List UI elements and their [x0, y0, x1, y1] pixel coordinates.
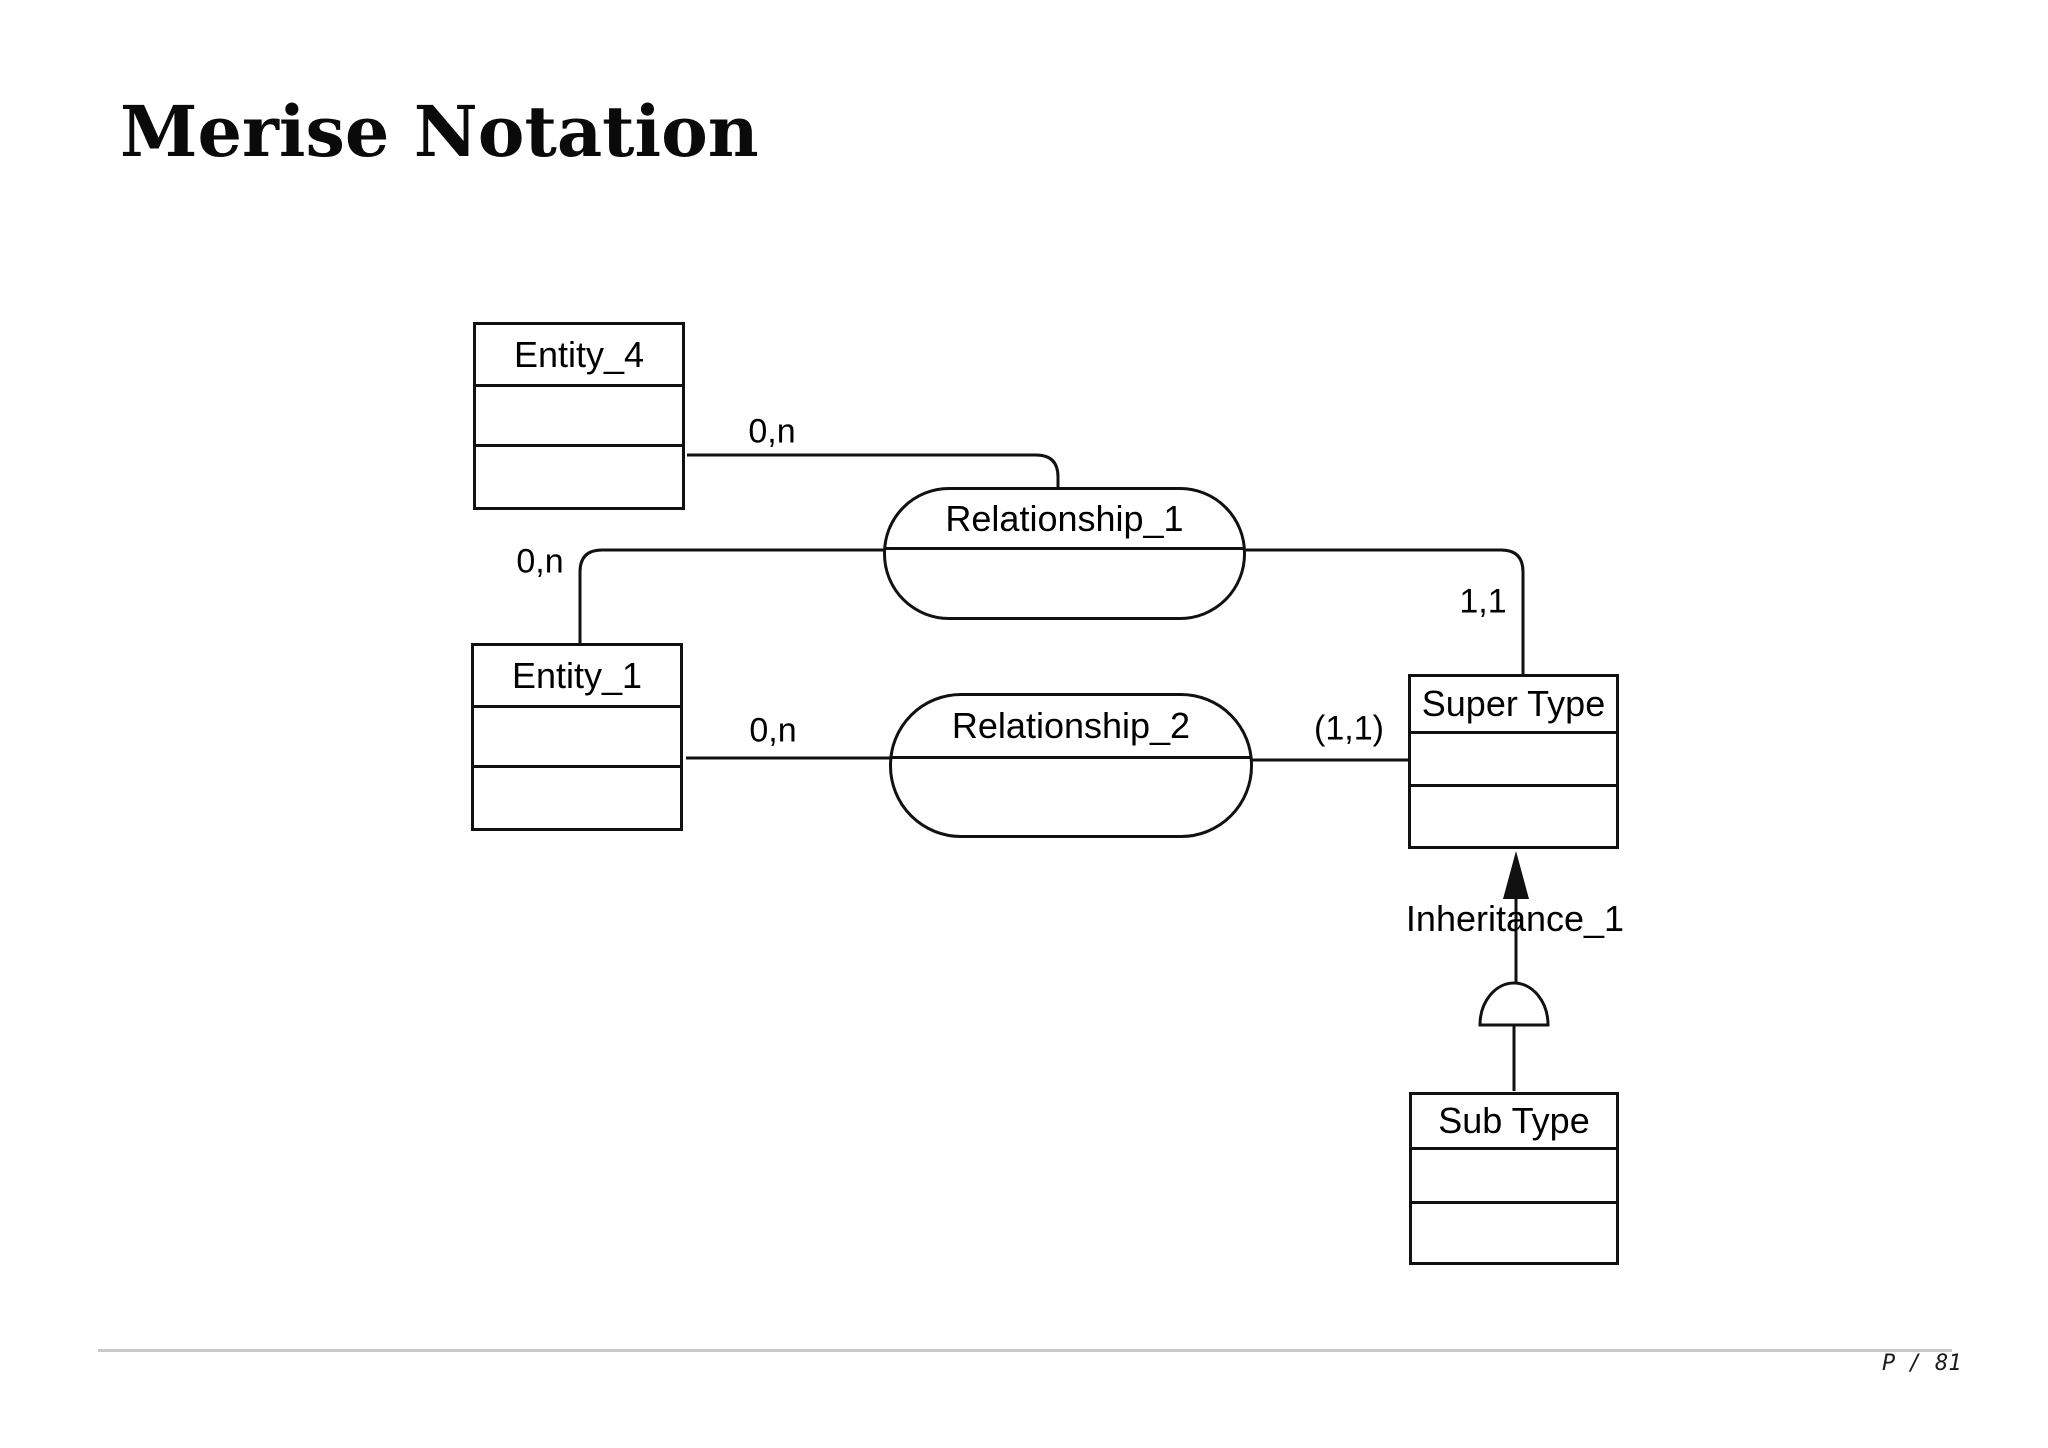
page-number: P / 81	[1882, 1351, 1962, 1376]
relationship-name: Relationship_1	[886, 490, 1243, 550]
entity-box-sub-type: Sub Type	[1409, 1092, 1619, 1265]
relationship-shape-1: Relationship_1	[883, 487, 1246, 620]
entity-attribute-row	[1412, 1204, 1616, 1262]
entity-box-entity-1: Entity_1	[471, 643, 683, 831]
cardinality-label-entity1-relationship1: 0,n	[516, 542, 564, 581]
cardinality-label-entity4-relationship1: 0,n	[748, 412, 796, 451]
page-title: Merise Notation	[120, 90, 759, 173]
entity-box-super-type: Super Type	[1408, 674, 1619, 849]
cardinality-label-supertype-relationship1: 1,1	[1459, 582, 1507, 621]
cardinality-label-entity1-relationship2: 0,n	[749, 711, 797, 750]
entity-attribute-row	[1411, 787, 1616, 846]
footer-divider	[98, 1349, 1952, 1352]
inheritance-label: Inheritance_1	[1405, 898, 1625, 939]
cardinality-label-supertype-relationship2: (1,1)	[1314, 709, 1384, 748]
inheritance-arrowhead-icon	[1503, 851, 1529, 899]
entity-name: Sub Type	[1412, 1095, 1616, 1150]
entity-name: Entity_1	[474, 646, 680, 708]
entity-attribute-row	[1411, 734, 1616, 787]
relationship-name: Relationship_2	[892, 696, 1250, 759]
connector-relationship1-to-supertype	[1245, 548, 1525, 676]
entity-attribute-row	[474, 708, 680, 768]
connector-entity4-to-relationship1	[687, 453, 1060, 489]
entity-box-entity-4: Entity_4	[473, 322, 685, 510]
inheritance-semicircle-icon	[1478, 981, 1550, 1027]
entity-name: Entity_4	[476, 325, 682, 387]
entity-name: Super Type	[1411, 677, 1616, 734]
entity-attribute-row	[476, 387, 682, 447]
relationship-shape-2: Relationship_2	[889, 693, 1253, 838]
entity-attribute-row	[476, 447, 682, 507]
connector-relationship1-to-entity1	[578, 548, 884, 645]
entity-attribute-row	[474, 768, 680, 828]
entity-attribute-row	[1412, 1150, 1616, 1204]
